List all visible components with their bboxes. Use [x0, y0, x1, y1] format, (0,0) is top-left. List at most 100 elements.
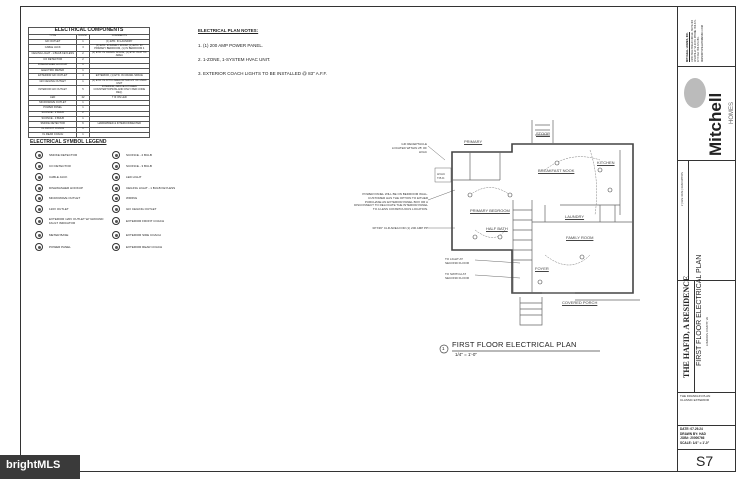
legend-label: LED LIGHT [126, 175, 142, 179]
legend-symbol-icon [112, 162, 120, 170]
company-info: 14300 SULLYFIELD CIRCLE, SUITE 400 CHANT… [692, 19, 704, 62]
legend-symbol-icon [35, 162, 43, 170]
location: LOUDOUN COUNTY, VA [706, 316, 709, 346]
callout-power-panel: POWER PANEL WILL BE ON BEDROOM WALL. CUS… [354, 192, 428, 211]
sheet-title: FIRST FLOOR ELECTRICAL PLAN [696, 254, 703, 366]
legend-label: EXTERIOR SIDE COACH [126, 233, 161, 237]
brightmls-watermark: brightMLS [0, 455, 80, 479]
legend-item: WIRING [112, 194, 184, 202]
note-item: 2. 1-ZONE, 1-SYSTEM HVAC UNIT. [198, 56, 271, 62]
legend-label: CEILING LIGHT - 1 BULB KEYLESS [126, 186, 176, 190]
interior-partitions [452, 150, 621, 222]
plan-notes: ELECTRICAL PLAN NOTES: 1. (1) 200 AMP PO… [198, 28, 348, 84]
table-cell [88, 131, 151, 139]
callout-clear-area: 30"X36" CLR AREA FOR (1) 200 AMP PP [372, 226, 428, 230]
legend-item: EXTERIOR FRONT COACH [112, 217, 184, 225]
table-cell: 1 [76, 38, 90, 46]
legend-symbol-icon [112, 184, 120, 192]
table-cell: (1) ETD. IN LAUNDRY [88, 38, 151, 46]
legend-symbol-icon [112, 151, 120, 159]
legend-symbol-icon [35, 243, 43, 251]
legend-symbol-icon [35, 231, 43, 239]
legend-symbol-icon [112, 231, 120, 239]
legend-label: CO DETECTOR [49, 164, 71, 168]
logo-house-icon [684, 78, 706, 108]
legend-item: EXTERIOR 120V OUTLET W/ GROUND FAULT IND… [35, 217, 107, 225]
callout-gfi: GFI RECEPTACLE LOCATED WITHIN 25' OF HVA… [391, 142, 427, 154]
room-label-stoop: STOOP [536, 131, 550, 136]
legend-item: POWER PANEL [35, 243, 107, 251]
room-label-laundry: LAUNDRY [565, 214, 585, 219]
legend-label: EXTERIOR REAR COACH [126, 245, 163, 249]
title-block: MITCHELL HOMES, INC. 14300 SULLYFIELD CI… [677, 6, 736, 472]
room-label-primary-bedroom: PRIMARY BEDROOM [470, 208, 510, 213]
note-item: 1. (1) 200 AMP POWER PANEL. [198, 42, 264, 48]
legend-item: DISHWASHER HOOKUP [35, 184, 107, 192]
logo-sub: HOMES [729, 101, 735, 124]
legend-label: WIRING [126, 196, 138, 200]
legend-symbol-icon [112, 205, 120, 213]
legend-symbol-icon [35, 217, 43, 225]
legend-item: GFI CEILING OUTLET [112, 205, 184, 213]
job-number: JOB#: 20000766 [680, 436, 705, 441]
legend-item: MICROWAVE OUTLET [35, 194, 107, 202]
legend-symbol-icon [35, 194, 43, 202]
room-label-kitchen: KITCHEN [597, 160, 615, 165]
legend-symbol-icon [35, 205, 43, 213]
room-label-breakfast-nook: BREAKFAST NOOK [538, 168, 575, 173]
room-label-foyer: FOYER [535, 266, 549, 271]
revision-headers: # | REV. DATE | DESCRIPTION [681, 172, 684, 206]
table-cell: 4 [76, 73, 90, 80]
legend-item: CO DETECTOR [35, 162, 107, 170]
table-cell: 1 [76, 131, 90, 139]
logo-main: Mitchell [706, 92, 725, 156]
legend-item: SCONCE - 2 BULB [112, 151, 184, 159]
legend-item: CEILING LIGHT - 1 BULB KEYLESS [112, 184, 184, 192]
scale: SCALE: 1/4" = 1'-0" [680, 440, 710, 445]
legend-label: METER BASE [49, 233, 69, 237]
room-label-primary: PRIMARY [464, 139, 483, 144]
legend-item: EXTERIOR SIDE COACH [112, 231, 184, 239]
leader-lines [427, 145, 600, 354]
interior-walls [512, 200, 633, 293]
sheet-border [20, 6, 736, 472]
legend-label: CABLE JACK [49, 175, 68, 179]
legend-label: SCONCE - 3 BULB [126, 164, 152, 168]
project-name: THE HAFID, A RESIDENCE [682, 275, 691, 378]
legend-label: SMOKE DETECTOR [49, 153, 78, 157]
legend-label: GFI CEILING OUTLET [126, 207, 157, 211]
room-label-hvac: HVAC T.B.D. [437, 172, 446, 180]
legend-symbol-icon [112, 194, 120, 202]
legend-label: MICROWAVE OUTLET [49, 196, 81, 200]
notes-title: ELECTRICAL PLAN NOTES: [198, 28, 259, 33]
legend-symbol-icon [35, 184, 43, 192]
company-name: MITCHELL HOMES, INC. [686, 32, 689, 62]
legend-symbol-icon [112, 173, 120, 181]
plan-name: THE FRANKLIN PLAN CLASSIC EXTERIOR [680, 394, 711, 402]
legend-item: SCONCE - 3 BULB [112, 162, 184, 170]
legend-label: SCONCE - 2 BULB [126, 153, 152, 157]
room-label-half-bath: HALF BATH [486, 226, 508, 231]
legend-symbol-icon [112, 243, 120, 251]
porch-line [542, 292, 640, 301]
legend-item: METER BASE [35, 231, 107, 239]
light-fixtures [467, 160, 613, 285]
plan-title: FIRST FLOOR ELECTRICAL PLAN [452, 340, 577, 349]
legend-symbol-icon [35, 151, 43, 159]
wiring-arcs [469, 149, 601, 266]
date: DATE: 07.29.24 [680, 427, 703, 431]
table-cell: 1 [76, 78, 90, 87]
legend-label: EXTERIOR FRONT COACH [126, 219, 165, 223]
legend-label: EXTERIOR 120V OUTLET W/ GROUND FAULT IND… [49, 217, 104, 225]
legend-symbol-icon [35, 173, 43, 181]
legend-item: SMOKE DETECTOR [35, 151, 107, 159]
sheet-info: DATE: 07.29.24 DRAWN BY: HAD JOB#: 20000… [680, 427, 709, 446]
room-label-covered-porch: COVERED PORCH [562, 300, 598, 305]
legend-label: DISHWASHER HOOKUP [49, 186, 84, 190]
